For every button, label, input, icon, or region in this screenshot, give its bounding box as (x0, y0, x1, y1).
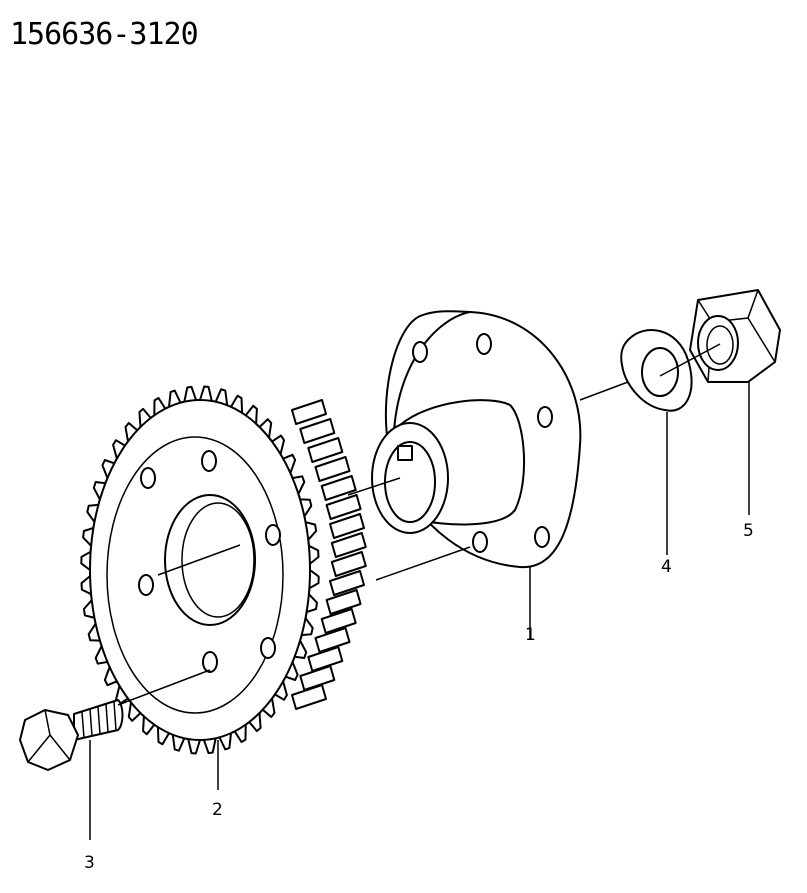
bolt-icon (19, 699, 124, 771)
gear-side-tooth (299, 665, 336, 691)
callout-3: 3 (84, 853, 95, 873)
leader-lines (89, 382, 750, 840)
gear-side-tooth (307, 646, 344, 672)
callout-1: 1 (525, 625, 536, 645)
washer-icon (620, 329, 693, 412)
gear-side-tooth (329, 570, 365, 596)
part-number-title: 156636-3120 (10, 17, 198, 52)
callout-4: 4 (661, 557, 672, 577)
callout-5: 5 (743, 521, 754, 541)
gear-side-tooth (325, 589, 362, 615)
gear-side-tooth (330, 551, 367, 577)
gear-side-tooth (330, 532, 367, 558)
callout-2: 2 (212, 800, 223, 820)
assembly-lines (117, 343, 721, 706)
gear-side-tooth (320, 608, 357, 634)
gear-side-tooth (329, 513, 365, 539)
gear-side-tooth (291, 684, 327, 710)
gear-side-tooth (320, 475, 357, 501)
gear-side-tooth (299, 418, 336, 444)
gear-side-tooth (325, 494, 362, 520)
hex-nut-icon (689, 289, 781, 383)
gear-side-tooth (307, 437, 344, 463)
gear-side-tooth (291, 399, 327, 425)
gear-icon (80, 385, 367, 755)
hub-flange-icon (371, 310, 582, 569)
gear-side-tooth (314, 627, 351, 653)
gear-side-tooth (314, 456, 351, 482)
